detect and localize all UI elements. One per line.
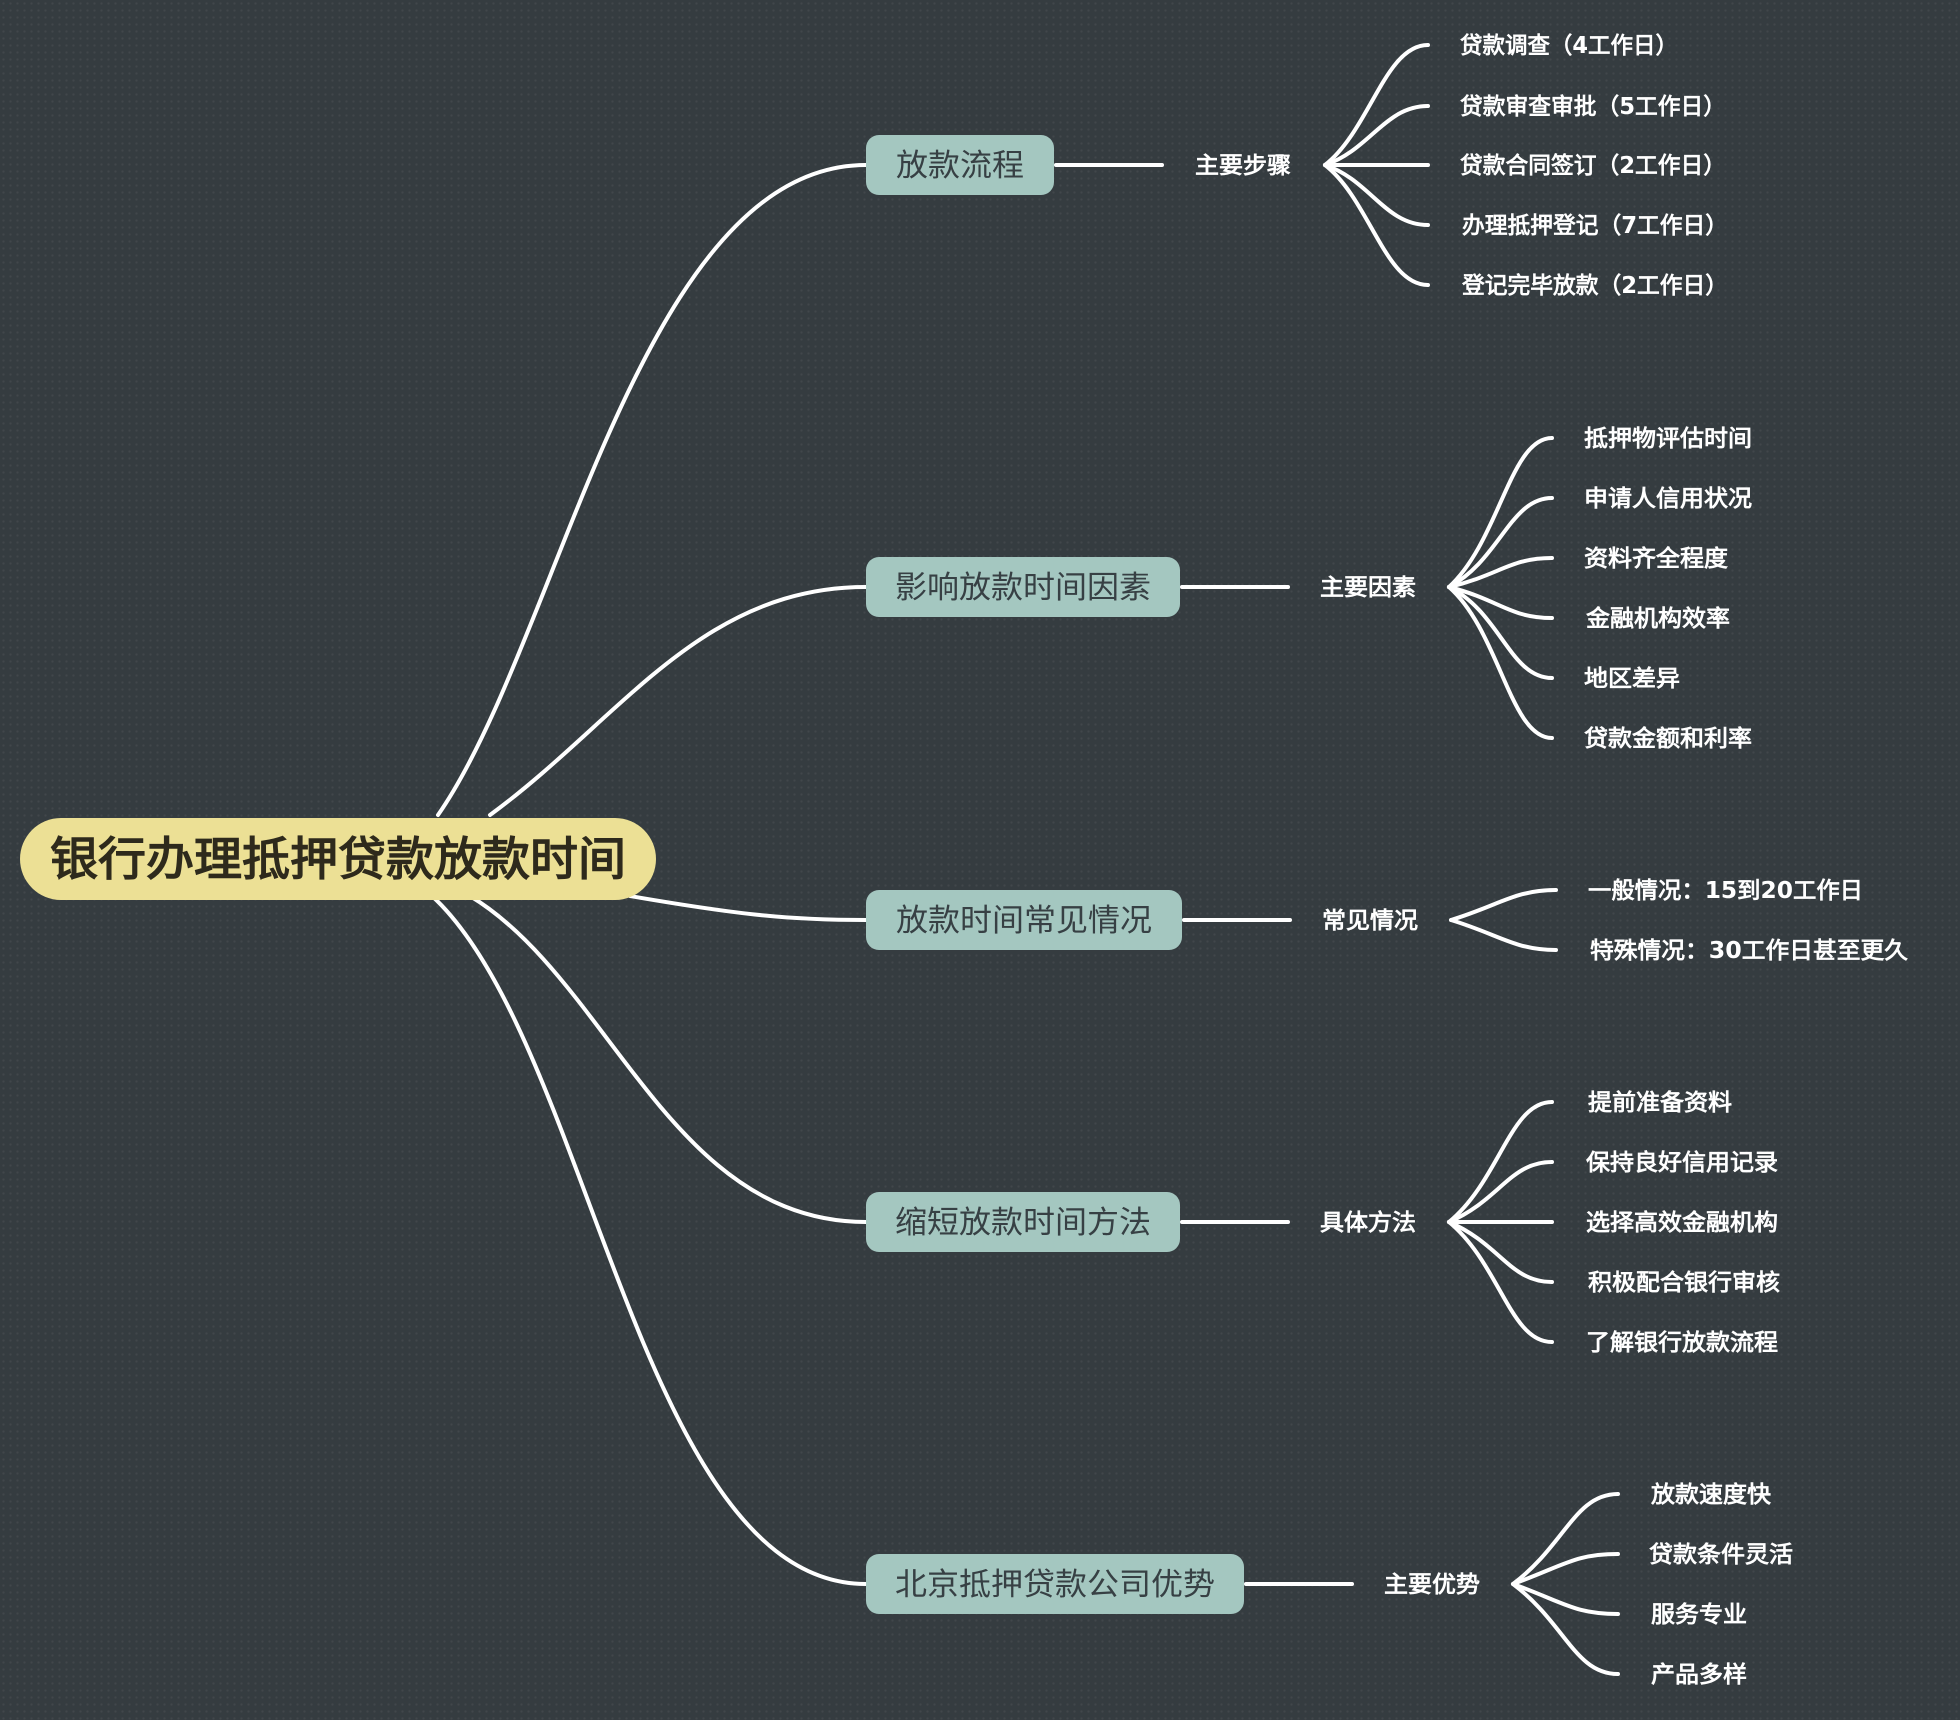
leaf-item[interactable]: 服务专业	[1651, 1601, 1747, 1628]
group-leaf-connector	[1511, 1582, 1620, 1616]
branch-node-box	[866, 557, 1180, 617]
leaf-item[interactable]: 贷款金额和利率	[1584, 725, 1752, 752]
group-leaf-connector	[1323, 163, 1430, 287]
leaf-item[interactable]: 放款速度快	[1650, 1481, 1772, 1508]
group-leaf-connector	[1447, 556, 1554, 589]
leaf-item[interactable]: 一般情况：15到20工作日	[1588, 877, 1863, 904]
leaf-item[interactable]: 特殊情况：30工作日甚至更久	[1590, 937, 1908, 964]
root-node-label: 银行办理抵押贷款放款时间	[50, 832, 626, 886]
branch-node-box	[866, 890, 1182, 950]
group-label-specific-methods[interactable]: 具体方法	[1320, 1209, 1416, 1236]
branch-node-label: 缩短放款时间方法	[895, 1205, 1151, 1241]
group-leaf-connector	[1447, 1100, 1554, 1224]
group-label-common-cases[interactable]: 常见情况	[1322, 908, 1418, 934]
leaf-item[interactable]: 登记完毕放款（2工作日）	[1461, 272, 1728, 299]
group-leaf-connector	[1447, 1220, 1554, 1344]
group-leaf-connector	[1449, 888, 1558, 922]
root-branch-connector	[436, 163, 868, 817]
root-node-box	[20, 818, 656, 900]
group-label-main-advantages[interactable]: 主要优势	[1384, 1572, 1480, 1598]
leaf-item[interactable]: 提前准备资料	[1588, 1089, 1732, 1116]
leaf-item[interactable]: 贷款条件灵活	[1649, 1541, 1793, 1568]
leaf-item[interactable]: 金融机构效率	[1585, 605, 1730, 632]
group-leaf-connector	[1447, 436, 1554, 589]
connector-lines	[430, 43, 1620, 1676]
branch-node-label: 北京抵押贷款公司优势	[895, 1567, 1215, 1603]
branch-node-loan-process[interactable]: 放款流程	[866, 135, 1054, 195]
branch-node-shorten-methods[interactable]: 缩短放款时间方法	[866, 1192, 1180, 1252]
group-leaf-connector	[1447, 1160, 1554, 1224]
leaf-item[interactable]: 贷款审查审批（5工作日）	[1460, 93, 1726, 120]
leaf-item[interactable]: 保持良好信用记录	[1585, 1149, 1778, 1176]
root-branch-connector	[430, 894, 868, 1586]
leaf-item[interactable]: 申请人信用状况	[1584, 485, 1752, 512]
leaf-item[interactable]: 贷款合同签订（2工作日）	[1460, 152, 1726, 179]
branch-node-label: 放款时间常见情况	[896, 903, 1152, 939]
branch-node-factors[interactable]: 影响放款时间因素	[866, 557, 1180, 617]
group-leaf-connector	[1447, 1220, 1554, 1284]
leaf-item[interactable]: 选择高效金融机构	[1586, 1209, 1778, 1236]
group-leaf-connector	[1447, 585, 1554, 620]
root-branch-connector	[488, 585, 868, 817]
group-leaf-connector	[1511, 1582, 1620, 1676]
leaf-item[interactable]: 产品多样	[1651, 1661, 1747, 1688]
branch-node-box	[866, 135, 1054, 195]
branch-node-common-cases[interactable]: 放款时间常见情况	[866, 890, 1182, 950]
branch-node-label: 影响放款时间因素	[895, 570, 1151, 606]
group-leaf-connector	[1511, 1492, 1620, 1586]
group-leaf-connector	[1323, 43, 1430, 167]
group-leaf-connector	[1323, 163, 1430, 227]
leaf-item[interactable]: 地区差异	[1584, 665, 1680, 692]
root-branch-connector	[628, 894, 868, 922]
root-branch-connector	[468, 894, 868, 1224]
leaf-item[interactable]: 贷款调查（4工作日）	[1460, 32, 1678, 59]
group-leaf-connector	[1447, 496, 1554, 589]
branch-node-box	[866, 1192, 1180, 1252]
group-leaf-connector	[1447, 585, 1554, 740]
group-label-main-steps[interactable]: 主要步骤	[1195, 153, 1291, 179]
branch-node-box	[866, 1554, 1244, 1614]
branch-node-beijing-advantages[interactable]: 北京抵押贷款公司优势	[866, 1554, 1244, 1614]
leaf-item[interactable]: 办理抵押登记（7工作日）	[1462, 212, 1728, 239]
group-leaf-connector	[1323, 104, 1430, 167]
leaf-item[interactable]: 抵押物评估时间	[1584, 425, 1752, 452]
group-leaf-connector	[1511, 1552, 1620, 1586]
group-leaf-connector	[1449, 918, 1558, 952]
group-leaf-connector	[1447, 585, 1554, 680]
leaf-item[interactable]: 资料齐全程度	[1584, 545, 1729, 572]
leaf-item[interactable]: 积极配合银行审核	[1588, 1269, 1780, 1296]
group-label-main-factors[interactable]: 主要因素	[1320, 574, 1416, 601]
root-node[interactable]: 银行办理抵押贷款放款时间	[20, 818, 656, 900]
branch-node-label: 放款流程	[896, 148, 1024, 184]
leaf-item[interactable]: 了解银行放款流程	[1586, 1329, 1778, 1356]
